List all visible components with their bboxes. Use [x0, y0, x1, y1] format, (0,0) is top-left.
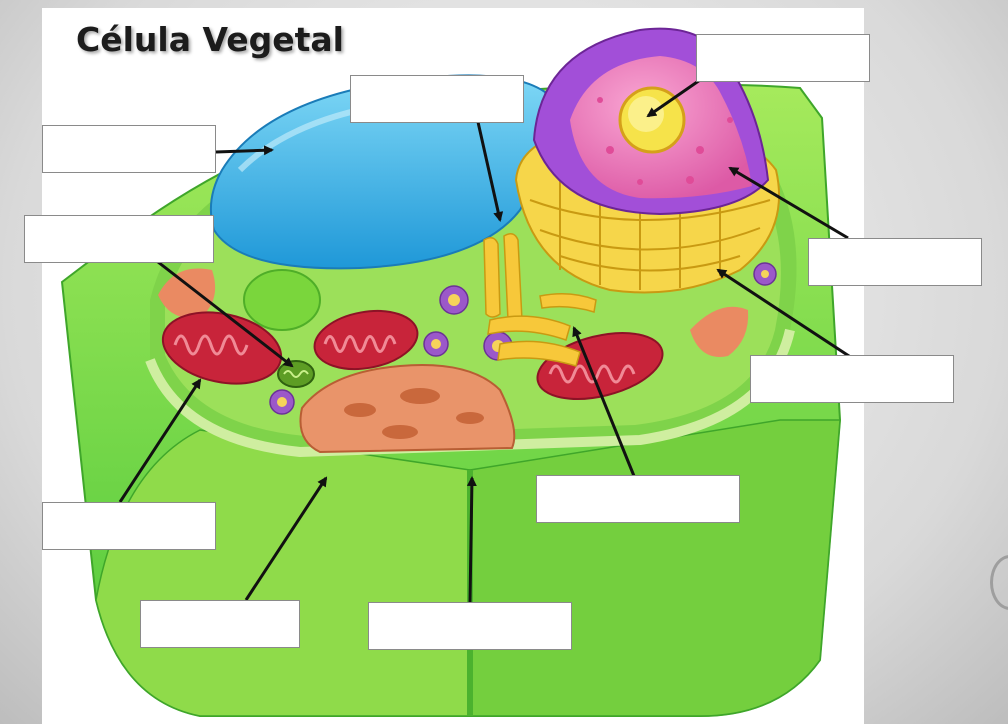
label-box-cell-wall[interactable] [368, 602, 572, 650]
label-box-cell-membrane[interactable] [140, 600, 300, 648]
green-vesicle [244, 270, 320, 330]
wall-front-right [470, 420, 840, 716]
label-box-nucleus[interactable] [808, 238, 982, 286]
label-box-golgi-left[interactable] [350, 75, 524, 123]
label-box-mitochondria[interactable] [42, 502, 216, 550]
diagram-title: Célula Vegetal [76, 20, 344, 59]
label-box-chloroplast[interactable] [24, 215, 214, 263]
arrow-cell-wall [470, 478, 472, 602]
wall-front-left [96, 430, 470, 716]
label-box-nucleolus[interactable] [696, 34, 870, 82]
label-box-endoplasmic-reticulum[interactable] [750, 355, 954, 403]
chloroplast [278, 361, 314, 387]
arrow-vacuole [216, 150, 272, 152]
label-box-vacuole[interactable] [42, 125, 216, 173]
label-box-golgi-bottom[interactable] [536, 475, 740, 523]
